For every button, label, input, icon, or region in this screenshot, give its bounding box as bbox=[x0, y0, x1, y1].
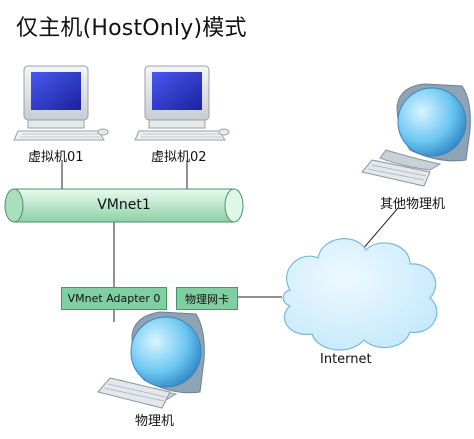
connection-lines bbox=[61, 160, 399, 322]
internet-cloud-icon bbox=[282, 238, 438, 351]
vm01-label: 虚拟机01 bbox=[28, 150, 84, 165]
other-physical-machine-icon bbox=[361, 83, 471, 187]
physical-nic-box: 物理网卡 bbox=[176, 287, 238, 310]
host-physical-machine-label: 物理机 bbox=[135, 414, 175, 429]
internet-label: Internet bbox=[320, 352, 372, 367]
vmnet1-label: VMnet1 bbox=[97, 197, 151, 213]
vm02-computer-icon bbox=[134, 65, 230, 141]
vmnet-adapter-box: VMnet Adapter 0 bbox=[61, 287, 167, 310]
vmnet1-switch-pipe bbox=[4, 188, 244, 223]
vm02-label: 虚拟机02 bbox=[151, 150, 207, 165]
diagram-title: 仅主机(HostOnly)模式 bbox=[16, 16, 247, 41]
host-physical-machine-icon bbox=[97, 311, 205, 409]
other-physical-machine-label: 其他物理机 bbox=[380, 197, 446, 212]
vm01-computer-icon bbox=[13, 65, 109, 141]
